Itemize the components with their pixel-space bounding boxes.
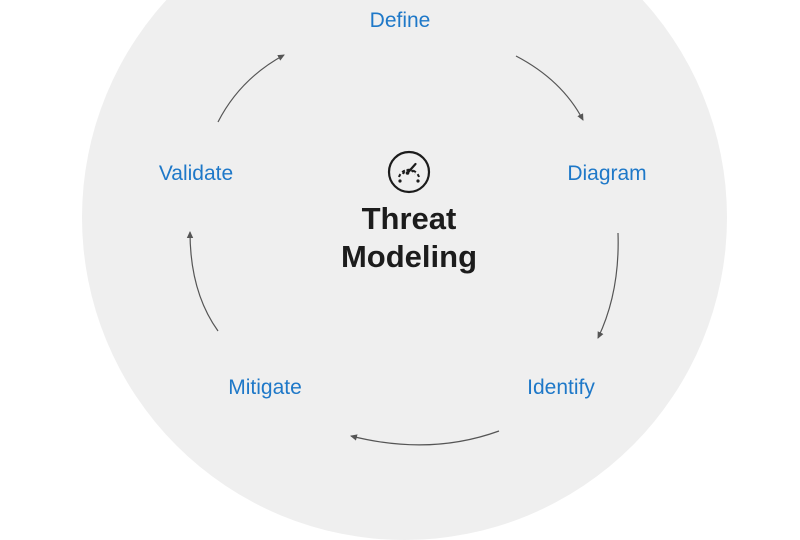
center-title: Threat Modeling [341,200,477,276]
title-line-2: Modeling [340,239,478,274]
arrow-diagram-to-identify [597,232,619,339]
arrow-define-to-diagram [515,55,584,121]
cycle-arrows [186,54,619,446]
stage-diagram: Diagram [567,162,647,185]
stage-mitigate: Mitigate [228,376,302,399]
arrow-mitigate-to-validate [186,231,219,332]
radar-gauge-icon [387,150,431,194]
stage-validate: Validate [158,162,234,185]
stage-define: Define [369,9,431,32]
arrow-identify-to-mitigate [350,430,500,446]
stage-identify: Identify [527,376,595,399]
title-line-1: Threat [361,201,457,236]
arrow-validate-to-define [217,54,285,123]
